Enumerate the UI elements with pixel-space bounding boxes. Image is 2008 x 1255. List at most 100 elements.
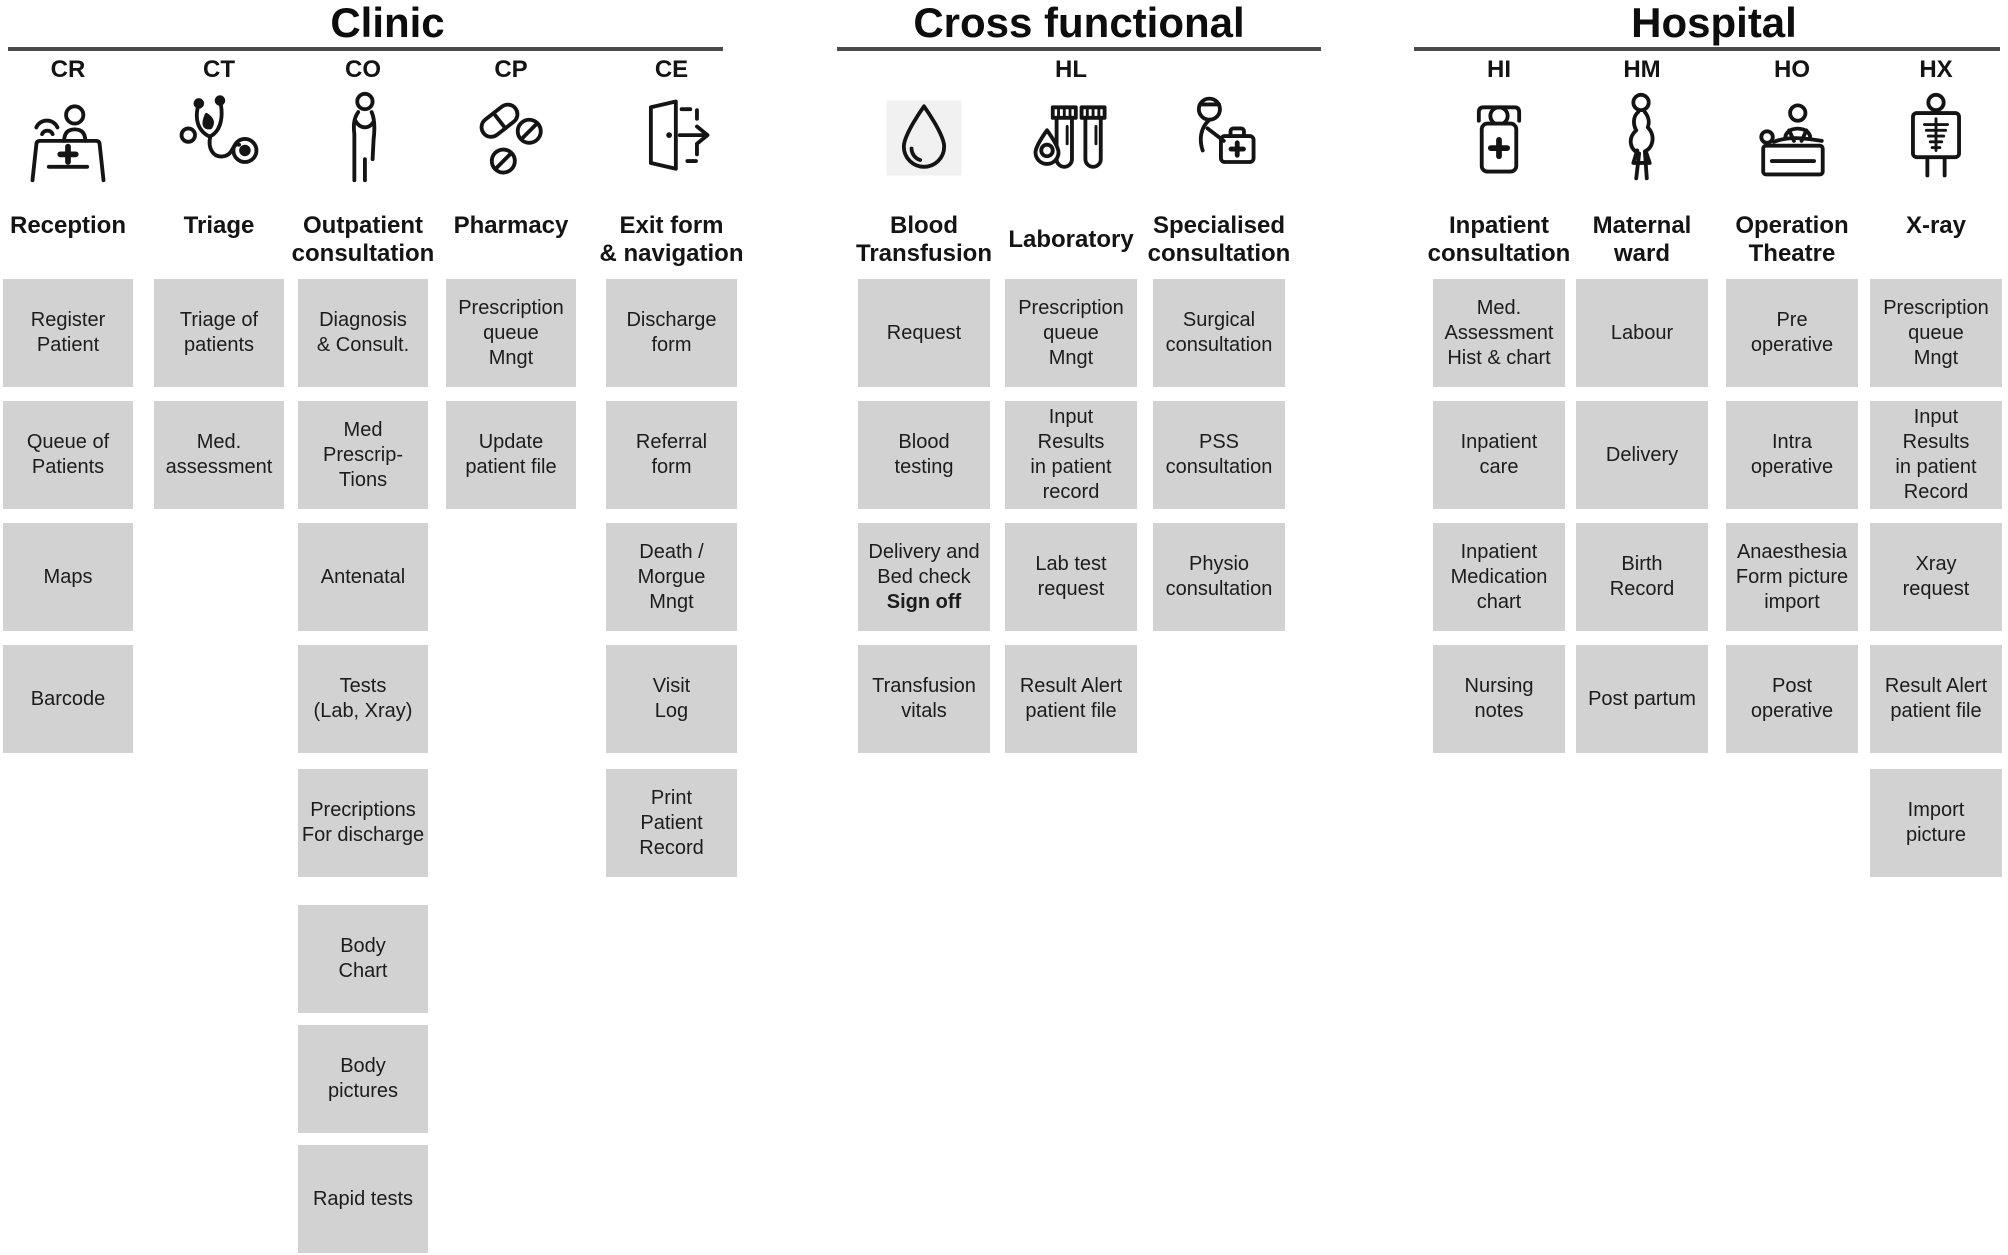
task-label: Surgical consultation: [1165, 309, 1273, 356]
task-label: Intra operative: [1750, 431, 1834, 478]
task-label: Visit Log: [652, 675, 691, 722]
task-box: Input Results in patient Record: [1870, 401, 2002, 509]
task-label: Body Chart: [338, 935, 388, 982]
task-box: Referral form: [606, 401, 737, 509]
column-label-reception: Reception: [9, 212, 126, 239]
column-label-pharmacy: Pharmacy: [453, 212, 569, 239]
pregnant-woman-icon: [1576, 84, 1708, 192]
column-code-hx: HX: [1919, 56, 1953, 83]
task-label: Input Results in patient Record: [1895, 406, 1977, 503]
task-label: Result Alert patient file: [1884, 675, 1988, 722]
column-label-specialised: Specialised consultation: [1147, 212, 1291, 267]
task-label: Med Prescrip- Tions: [322, 418, 403, 491]
task-label: Delivery: [1605, 443, 1679, 466]
task-label: Physio consultation: [1165, 553, 1273, 600]
column-code-ho: HO: [1774, 56, 1810, 83]
task-box: Print Patient Record: [606, 769, 737, 877]
column-label-outpatient: Outpatient consultation: [291, 212, 435, 267]
task-box: Death / Morgue Mngt: [606, 523, 737, 631]
task-label: Referral form: [635, 431, 708, 478]
task-box: Discharge form: [606, 279, 737, 387]
column-laboratory: HL Laboratory Prescription queue Mngt In…: [1005, 0, 1137, 1255]
stethoscope-icon: [154, 84, 284, 192]
task-label: Death / Morgue Mngt: [637, 540, 706, 613]
task-label: Update patient file: [465, 431, 557, 478]
task-label: Transfusion vitals: [872, 675, 976, 722]
column-specialised-consultation: Specialised consultation Surgical consul…: [1148, 0, 1290, 1255]
column-label-laboratory: Laboratory: [1008, 226, 1134, 253]
column-label-exit-form: Exit form & navigation: [599, 212, 744, 267]
task-label: Discharge form: [626, 309, 717, 356]
column-code-hl: HL: [1055, 56, 1087, 83]
section-title-clinic: Clinic: [330, 0, 445, 46]
test-tubes-icon: [1005, 84, 1137, 192]
task-label: Import picture: [1905, 799, 1967, 846]
task-label: Xray request: [1902, 553, 1970, 600]
task-label: Med. assessment: [165, 431, 273, 478]
task-box: Med Prescrip- Tions: [298, 401, 428, 509]
column-label-inpatient-consultation: Inpatient consultation: [1427, 212, 1571, 267]
column-xray: HX X-ray Prescription queue Mngt Input R…: [1870, 0, 2002, 1255]
task-box: Med. assessment: [154, 401, 284, 509]
task-label: Pre operative: [1750, 309, 1834, 356]
section-title-cross-functional: Cross functional: [913, 0, 1245, 46]
task-label: Maps: [43, 565, 93, 588]
task-box: PSS consultation: [1153, 401, 1285, 509]
task-label: Prescription queue Mngt: [458, 296, 564, 369]
section-title-hospital: Hospital: [1631, 0, 1797, 46]
column-outpatient-consultation: CO Outpatient consultation Diagnosis & C…: [292, 0, 434, 1255]
task-box: Lab test request: [1005, 523, 1137, 631]
task-label: Input Results in patient record: [1030, 406, 1112, 503]
task-box: Prescription queue Mngt: [1870, 279, 2002, 387]
reception-desk-icon: [3, 84, 133, 192]
task-box: Nursing notes: [1433, 645, 1565, 753]
task-box: Prescription queue Mngt: [446, 279, 576, 387]
task-box: Intra operative: [1726, 401, 1858, 509]
task-box: Diagnosis & Consult.: [298, 279, 428, 387]
task-box: Blood testing: [858, 401, 990, 509]
task-label: Precriptions For discharge: [301, 799, 425, 846]
task-box: Delivery: [1576, 401, 1708, 509]
task-box: Xray request: [1870, 523, 2002, 631]
specialist-kit-icon: [1153, 84, 1285, 192]
task-box: Inpatient care: [1433, 401, 1565, 509]
task-box: Body Chart: [298, 905, 428, 1013]
task-label: Tests (Lab, Xray): [313, 675, 413, 722]
column-triage: CT Triage Triage of patients Med. assess…: [154, 0, 284, 1255]
inpatient-card-icon: [1433, 84, 1565, 192]
task-label: Post operative: [1750, 675, 1834, 722]
column-code-cp: CP: [494, 56, 528, 83]
task-label: Request: [886, 321, 962, 344]
task-box: Precriptions For discharge: [298, 769, 428, 877]
task-box: Transfusion vitals: [858, 645, 990, 753]
task-box: Result Alert patient file: [1870, 645, 2002, 753]
task-box: Prescription queue Mngt: [1005, 279, 1137, 387]
task-box: Physio consultation: [1153, 523, 1285, 631]
task-box: Register Patient: [3, 279, 133, 387]
task-box: Surgical consultation: [1153, 279, 1285, 387]
task-box: Barcode: [3, 645, 133, 753]
task-box: Tests (Lab, Xray): [298, 645, 428, 753]
section-rule-hospital: [1414, 47, 2000, 51]
column-inpatient-consultation: HI Inpatient consultation Med. Assessmen…: [1428, 0, 1570, 1255]
section-rule-clinic: [8, 47, 723, 51]
task-label: Blood testing: [894, 431, 954, 478]
column-blood-transfusion: Blood Transfusion Request Blood testing …: [856, 0, 992, 1255]
task-box: Maps: [3, 523, 133, 631]
task-box: Med. Assessment Hist & chart: [1433, 279, 1565, 387]
task-label: Labour: [1610, 321, 1674, 344]
column-label-blood-transfusion: Blood Transfusion: [855, 212, 993, 267]
task-label: Inpatient care: [1460, 431, 1538, 478]
task-label: Inpatient Medication chart: [1450, 540, 1548, 613]
operation-table-icon: [1726, 84, 1858, 192]
task-label: Register Patient: [30, 309, 106, 356]
column-code-hm: HM: [1623, 56, 1661, 83]
task-label: Prescription queue Mngt: [1018, 296, 1124, 369]
task-label: PSS consultation: [1165, 431, 1273, 478]
column-label-xray: X-ray: [1905, 212, 1967, 239]
task-box: Triage of patients: [154, 279, 284, 387]
exit-door-icon: [606, 84, 737, 192]
task-box: Rapid tests: [298, 1145, 428, 1253]
task-box: Birth Record: [1576, 523, 1708, 631]
